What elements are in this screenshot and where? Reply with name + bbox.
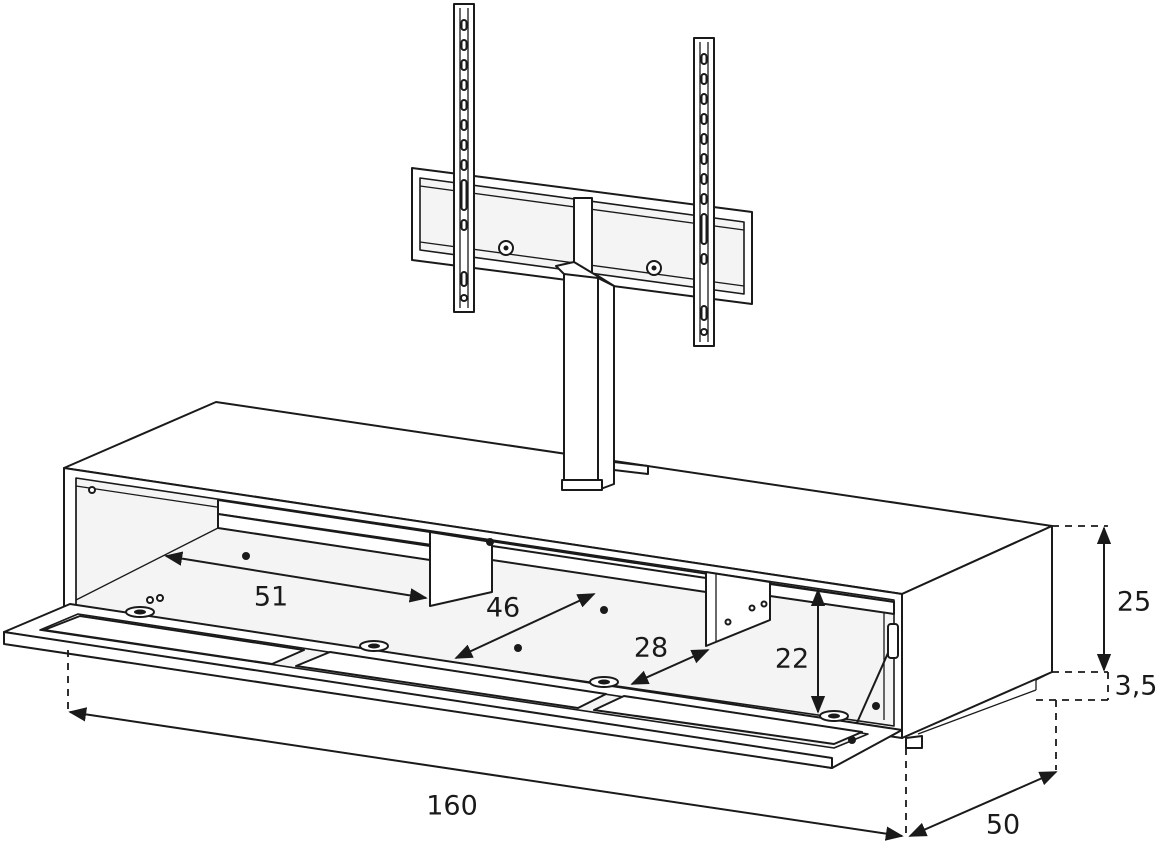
compartment-depth-label: 28 <box>633 632 669 664</box>
foot-height-label: 3,5 <box>1114 670 1157 702</box>
rail-slot-holes <box>700 53 708 336</box>
inner-width-label: 51 <box>253 581 289 613</box>
column-base-plate <box>613 461 649 475</box>
right-vertical-rail <box>693 37 715 347</box>
cabinet-body <box>3 401 1053 769</box>
height-label: 25 <box>1116 586 1152 618</box>
left-vertical-rail <box>453 3 475 313</box>
width-label: 160 <box>426 790 478 822</box>
interior-divider <box>429 531 493 607</box>
dimension-lines <box>67 525 1112 841</box>
inner-depth-arrow <box>454 593 596 659</box>
inner-height-label: 22 <box>774 643 810 675</box>
rail-slot-holes <box>460 19 468 302</box>
hinge-icon <box>589 676 619 688</box>
hinge-hole-icon <box>88 486 96 494</box>
depth-dimension-arrow <box>908 771 1058 837</box>
hinge-icon <box>359 640 389 652</box>
hinge-icon <box>125 594 164 618</box>
depth-label: 50 <box>985 809 1021 841</box>
compartment-depth-arrow <box>630 649 710 685</box>
inner-depth-label: 46 <box>485 592 521 624</box>
tv-wall-bracket <box>411 3 753 347</box>
width-dimension-arrow <box>68 707 904 841</box>
inner-width-arrow <box>164 551 428 603</box>
stand-column <box>555 261 649 491</box>
